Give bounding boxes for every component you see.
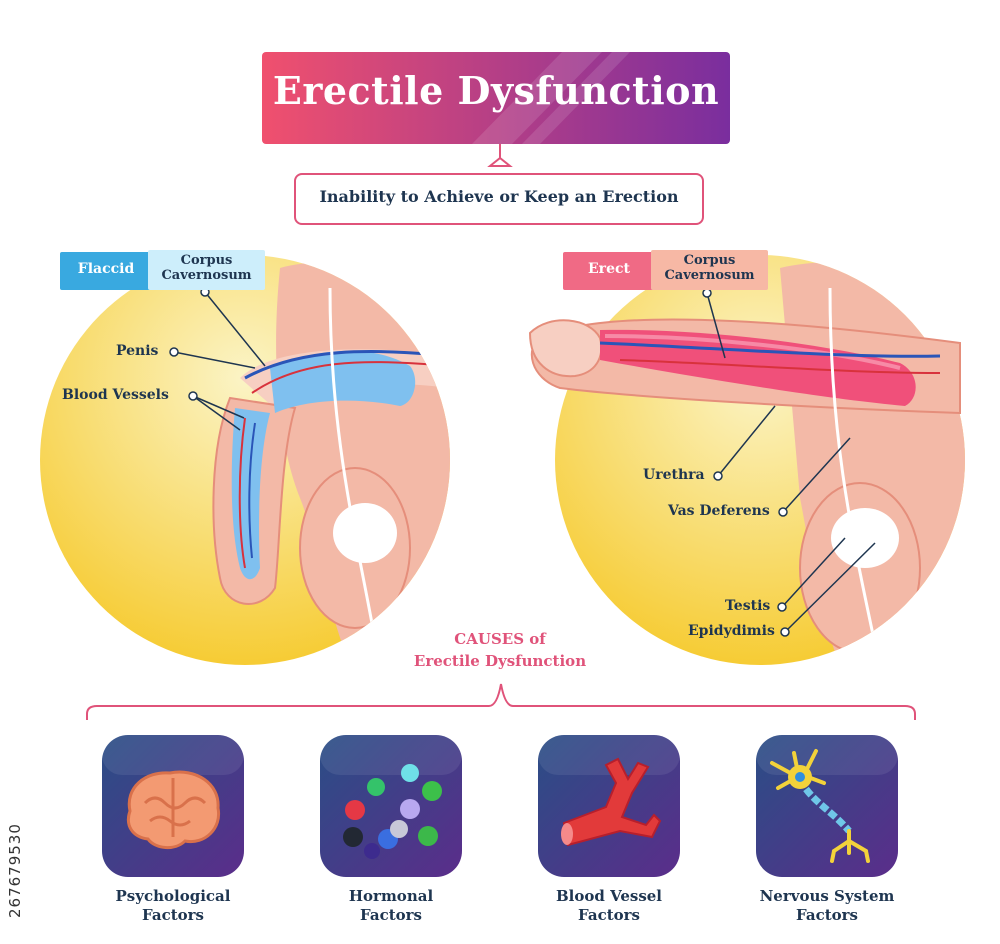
cause-label-nervous-system: Nervous System Factors: [732, 887, 922, 925]
vas-deferens-label: Vas Deferens: [668, 503, 770, 519]
stock-id-text: 267679530: [6, 823, 24, 918]
stock-id: 267679530: [4, 700, 28, 920]
testis-label: Testis: [725, 598, 771, 614]
flaccid-corpus-cavernosum-label: Corpus Cavernosum: [148, 253, 265, 283]
cause-psychological-line1: Psychological: [115, 887, 231, 905]
page-title: Erectile Dysfunction: [272, 68, 720, 113]
flaccid-anatomy-illustration: [40, 255, 450, 665]
cause-nervous-system-line2: Factors: [796, 906, 858, 924]
erect-corpus-line1: Corpus: [683, 253, 736, 268]
hormone-molecules-icon: [320, 735, 462, 877]
cause-nervous-system-line1: Nervous System: [759, 887, 895, 905]
urethra-label: Urethra: [643, 467, 705, 483]
cause-hormonal-line1: Hormonal: [348, 887, 434, 905]
cause-label-hormonal: Hormonal Factors: [296, 887, 486, 925]
erect-tag: Erect: [588, 261, 630, 277]
erect-tag-shape: [563, 250, 768, 290]
subtitle-box: [294, 173, 704, 225]
flaccid-corpus-line1: Corpus: [180, 253, 233, 268]
erect-corpus-line2: Cavernosum: [664, 268, 755, 283]
causes-heading-line2: Erectile Dysfunction: [413, 652, 587, 670]
cause-blood-vessel-line2: Factors: [578, 906, 640, 924]
cause-label-blood-vessel: Blood Vessel Factors: [514, 887, 704, 925]
cause-psychological-line2: Factors: [142, 906, 204, 924]
causes-bracket: [86, 683, 916, 720]
title-connector: [487, 144, 513, 167]
cause-label-psychological: Psychological Factors: [78, 887, 268, 925]
title-banner: [262, 52, 730, 144]
erect-anatomy-illustration: [528, 255, 965, 665]
penis-label: Penis: [116, 343, 159, 359]
causes-heading-line1: CAUSES of: [454, 630, 546, 648]
neuron-icon: [756, 735, 898, 877]
flaccid-tag: Flaccid: [77, 261, 135, 277]
flaccid-tag-shape: [60, 250, 265, 290]
blood-vessels-label: Blood Vessels: [62, 387, 169, 403]
flaccid-corpus-line2: Cavernosum: [161, 268, 252, 283]
brain-icon: [102, 735, 244, 877]
subtitle: Inability to Achieve or Keep an Erection: [319, 187, 679, 206]
cause-hormonal-line2: Factors: [360, 906, 422, 924]
cause-blood-vessel-line1: Blood Vessel: [555, 887, 663, 905]
causes-heading: CAUSES of Erectile Dysfunction: [370, 628, 630, 672]
blood-vessel-icon: [538, 735, 680, 877]
erect-corpus-cavernosum-label: Corpus Cavernosum: [651, 253, 768, 283]
epididymis-label: Epidydimis: [688, 623, 775, 639]
